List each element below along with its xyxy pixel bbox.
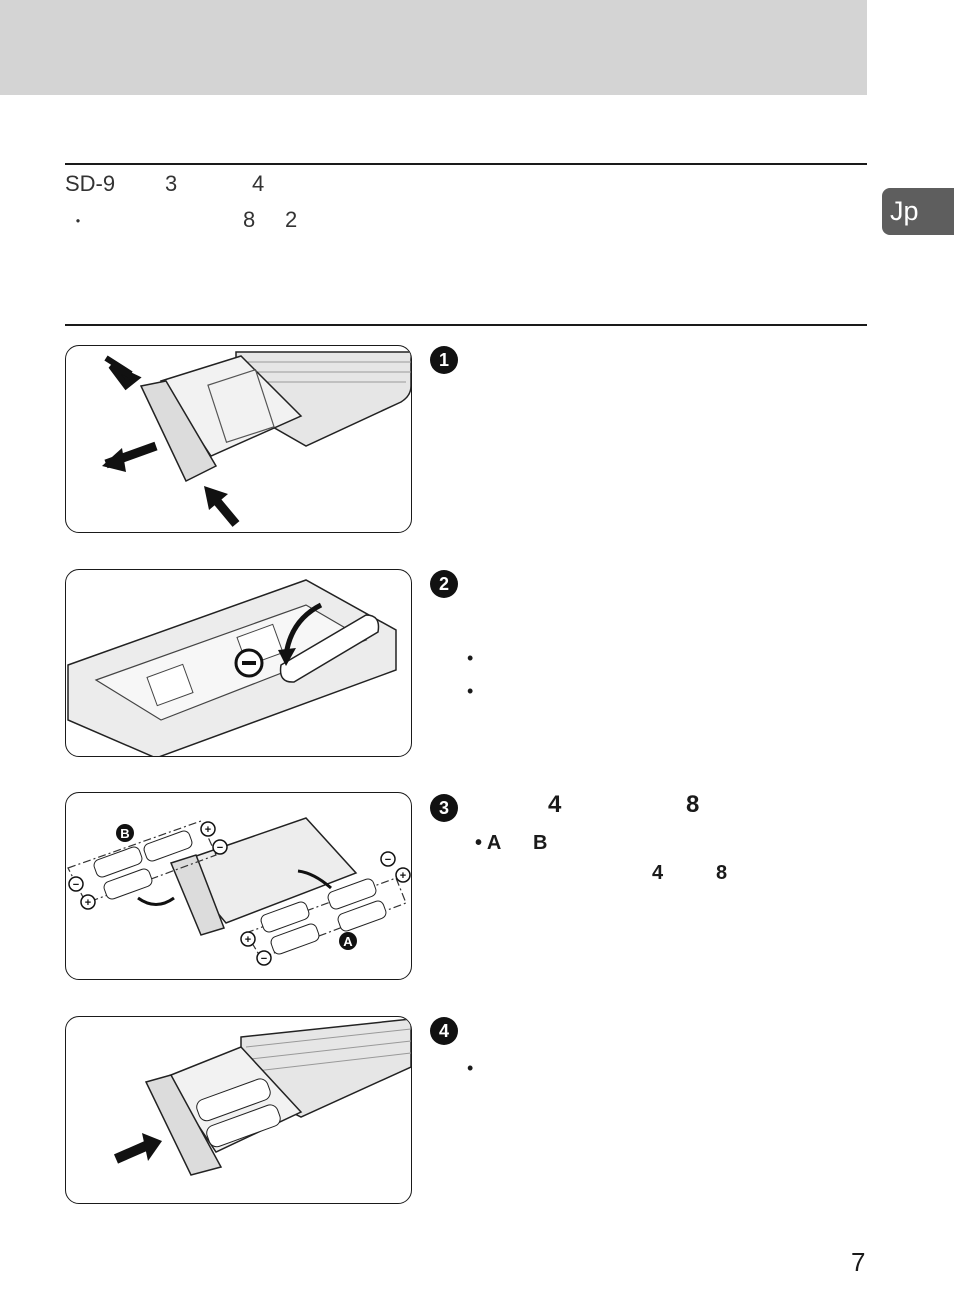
sign-plus-b-left: + [85, 897, 91, 909]
language-tab: Jp [882, 188, 954, 235]
step-3-number: 3 [430, 794, 458, 822]
header-band [0, 0, 867, 95]
section-rule-steps [65, 324, 867, 326]
step-4-number: 4 [430, 1017, 458, 1045]
step-3-group-b: B [533, 832, 548, 854]
step-2-bullet-2: • [467, 681, 474, 701]
step-3-group-a: • A [475, 832, 502, 854]
step-2-number: 2 [430, 570, 458, 598]
sign-minus-b-left: − [73, 879, 79, 891]
sign-plus-a: + [400, 870, 406, 882]
label-a: A [343, 934, 353, 949]
section-rule-top [65, 163, 867, 165]
sign-minus-a-left: − [261, 953, 267, 965]
intro-model: SD-9 [65, 171, 116, 196]
step-1-number: 1 [430, 346, 458, 374]
step-4-illustration [65, 1016, 412, 1204]
step-2-bullet-1: • [467, 648, 474, 668]
step-3-heading-8: 8 [686, 791, 700, 818]
step-3-sub-4: 4 [652, 862, 664, 884]
step-2-illustration [65, 569, 412, 757]
page-number: 7 [851, 1247, 866, 1277]
sign-minus-b: − [217, 842, 223, 854]
intro-number-4: 4 [252, 171, 265, 196]
intro-bullet: ・ [70, 214, 87, 231]
intro-number-2: 2 [285, 207, 298, 232]
step-3-illustration: B A + − − + − + + − [65, 792, 412, 980]
sign-minus-a: − [385, 854, 391, 866]
intro-number-8: 8 [243, 207, 256, 232]
step-4-bullet-1: • [467, 1058, 474, 1078]
step-1-illustration [65, 345, 412, 533]
sign-plus-a-left: + [245, 934, 251, 946]
sign-plus-b: + [205, 824, 211, 836]
intro-number-3: 3 [165, 171, 178, 196]
step-3-heading-4: 4 [548, 791, 562, 818]
step-3-sub-8: 8 [716, 862, 728, 884]
label-b: B [120, 826, 129, 841]
